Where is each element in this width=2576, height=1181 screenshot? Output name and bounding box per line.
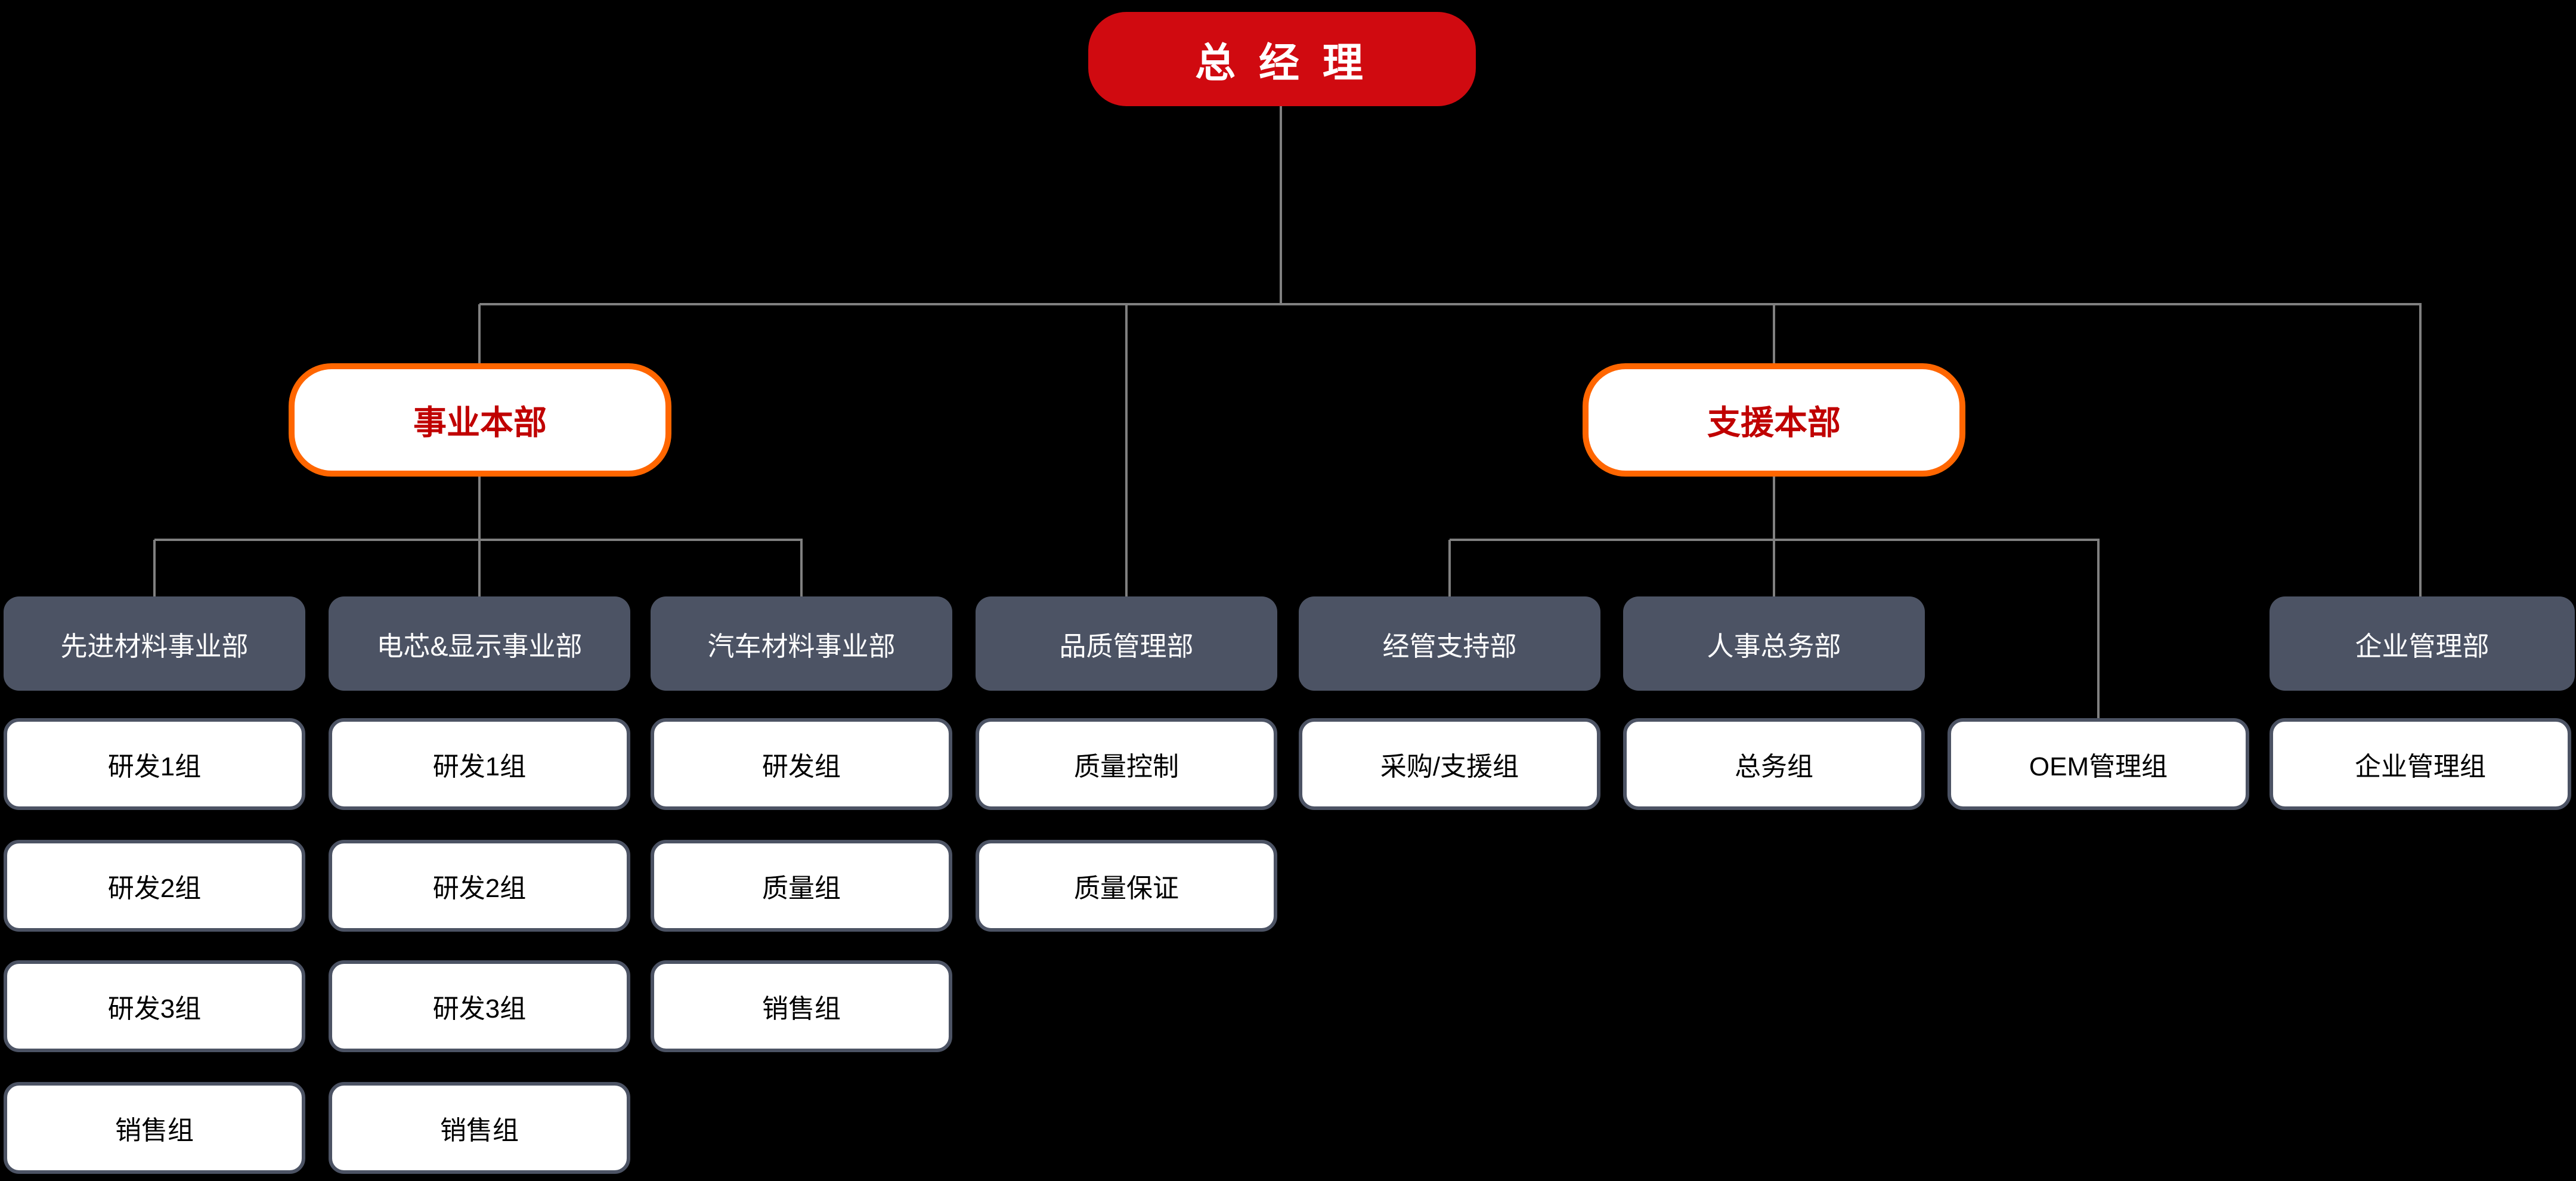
node-dept-hr-general-affairs[interactable]: 人事总务部 (1623, 596, 1925, 691)
connector-line (1280, 105, 1282, 305)
connector-line (800, 540, 803, 599)
connector-line (154, 539, 803, 541)
node-group-quality-assurance[interactable]: 质量保证 (976, 840, 1277, 932)
node-group-adv-rd1[interactable]: 研发1组 (4, 718, 305, 810)
node-dept-auto-materials[interactable]: 汽车材料事业部 (651, 596, 952, 691)
node-group-cell-rd1[interactable]: 研发1组 (329, 718, 630, 810)
node-group-oem-management[interactable]: OEM管理组 (1948, 718, 2249, 810)
connector-line (1773, 304, 1775, 364)
node-dept-management-support[interactable]: 经管支持部 (1299, 596, 1600, 691)
connector-line (1450, 539, 2100, 541)
node-group-auto-quality[interactable]: 质量组 (651, 840, 952, 932)
node-group-general-affairs[interactable]: 总务组 (1623, 718, 1925, 810)
node-group-cell-rd2[interactable]: 研发2组 (329, 840, 630, 932)
connector-line (1448, 540, 1451, 599)
node-group-adv-rd2[interactable]: 研发2组 (4, 840, 305, 932)
connector-line (1773, 475, 1775, 599)
node-group-adv-sales[interactable]: 销售组 (4, 1082, 305, 1174)
node-dept-advanced-materials[interactable]: 先进材料事业部 (4, 596, 305, 691)
node-group-auto-sales[interactable]: 销售组 (651, 960, 952, 1052)
node-group-auto-rd[interactable]: 研发组 (651, 718, 952, 810)
node-group-cell-rd3[interactable]: 研发3组 (329, 960, 630, 1052)
node-business-division[interactable]: 事业本部 (289, 363, 671, 477)
node-support-division[interactable]: 支援本部 (1583, 363, 1965, 477)
node-dept-enterprise-mgmt[interactable]: 企业管理部 (2270, 596, 2575, 691)
node-group-adv-rd3[interactable]: 研发3组 (4, 960, 305, 1052)
connector-line (153, 540, 156, 599)
connector-line (1125, 304, 1128, 599)
node-group-enterprise-mgmt[interactable]: 企业管理组 (2270, 718, 2571, 810)
connector-line (2097, 540, 2100, 721)
connector-line (479, 303, 2422, 305)
connector-line (478, 475, 481, 599)
node-dept-quality-management[interactable]: 品质管理部 (976, 596, 1277, 691)
node-ceo[interactable]: 总 经 理 (1088, 12, 1476, 106)
connector-line (478, 304, 481, 364)
node-group-purchasing-support[interactable]: 采购/支援组 (1299, 718, 1600, 810)
node-group-cell-sales[interactable]: 销售组 (329, 1082, 630, 1174)
node-dept-cell-display[interactable]: 电芯&显示事业部 (329, 596, 630, 691)
node-group-quality-control[interactable]: 质量控制 (976, 718, 1277, 810)
connector-line (2419, 304, 2422, 599)
